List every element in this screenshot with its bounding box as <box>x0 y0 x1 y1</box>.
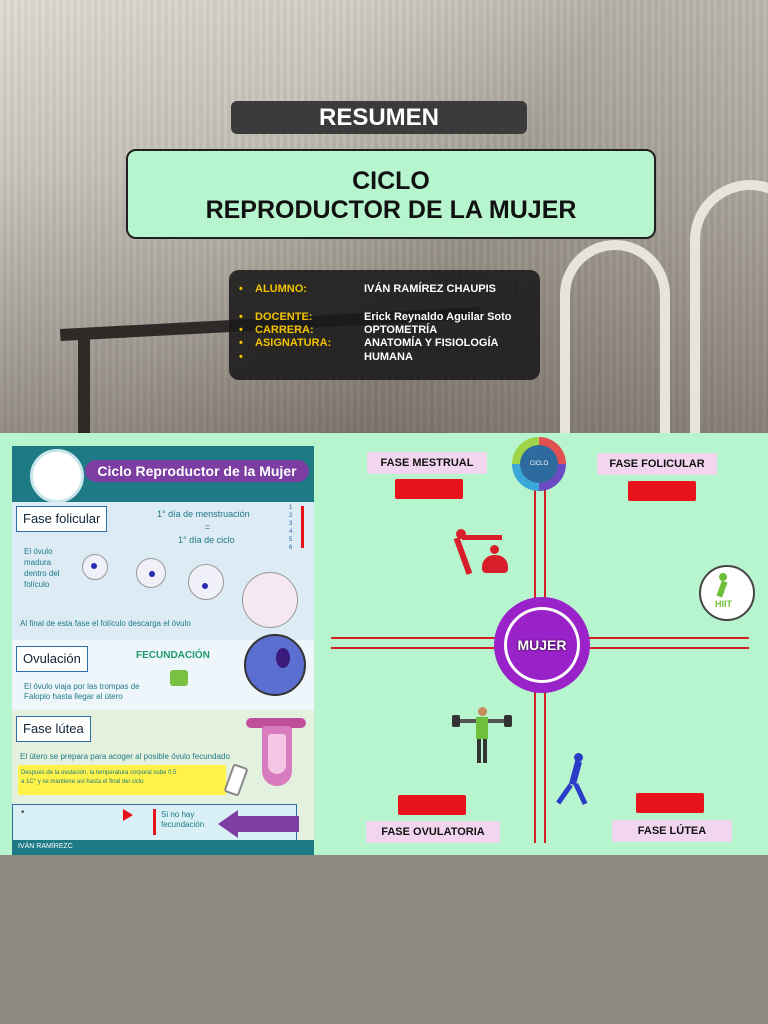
card-header: Ciclo Reproductor de la Mujer <box>12 446 314 503</box>
arrow-left-icon <box>218 810 238 838</box>
card-footer: IVÁN RAMÍREZC <box>12 840 314 855</box>
info-key: CARRERA: <box>255 324 314 336</box>
section-lutea: Fase lútea El útero se prepara para acog… <box>12 710 314 855</box>
final-fase-text: Al final de esta fase el folículo descar… <box>20 619 191 628</box>
cycle-wheel-label: CICLO <box>520 445 558 483</box>
day-number: 1 <box>289 505 293 511</box>
info-value: OPTOMETRÍA <box>364 324 438 336</box>
cycle-wheel-icon: CICLO <box>512 437 566 491</box>
info-row-humana: •HUMANA <box>239 351 413 363</box>
utero-text: El útero se prepara para acoger al posib… <box>20 752 230 761</box>
title-line-1: CICLO <box>352 167 430 195</box>
arrow-right-icon <box>123 809 133 821</box>
day-number: 5 <box>289 537 293 543</box>
phase-marker <box>628 481 696 501</box>
student-info: •ALUMNO:IVÁN RAMÍREZ CHAUPIS •DOCENTE:Er… <box>229 270 540 380</box>
thumbs-up-icon <box>170 670 188 686</box>
info-row-alumno: •ALUMNO:IVÁN RAMÍREZ CHAUPIS <box>239 283 497 295</box>
red-bar <box>301 506 304 548</box>
stretching-figures-icon <box>452 525 512 583</box>
hiit-logo-icon: HIIT <box>699 565 755 621</box>
follicle-cell-3 <box>188 564 224 600</box>
ovum-icon <box>244 634 306 696</box>
follicle-cell-1 <box>82 554 108 580</box>
day-number: 2 <box>289 513 293 519</box>
info-row-carrera: •CARRERA:OPTOMETRÍA <box>239 324 438 336</box>
info-key: ALUMNO: <box>255 283 307 295</box>
info-value: IVÁN RAMÍREZ CHAUPIS <box>364 283 497 295</box>
fecundacion-text: FECUNDACIÓN <box>136 650 210 661</box>
title-line-2: REPRODUCTOR DE LA MUJER <box>205 196 577 224</box>
summary-card: Ciclo Reproductor de la Mujer Fase folic… <box>12 446 314 855</box>
dia-ciclo-text: 1° día de ciclo <box>178 535 235 545</box>
hiit-label: HIIT <box>715 599 732 609</box>
card-title: Ciclo Reproductor de la Mujer <box>85 460 309 482</box>
phase-mestrual: FASE MESTRUAL <box>367 452 487 474</box>
info-key: ASIGNATURA: <box>255 337 332 349</box>
dumbbell-figure-icon <box>452 705 512 765</box>
resumen-badge: RESUMEN <box>231 101 527 134</box>
label-fase-lutea: Fase lútea <box>16 716 91 742</box>
phase-lutea: FASE LÚTEA <box>612 820 732 842</box>
title-box: CICLO REPRODUCTOR DE LA MUJER <box>126 149 656 239</box>
bullet: • <box>21 807 25 818</box>
day-number: 3 <box>289 521 293 527</box>
arrow-left-shaft <box>237 816 299 832</box>
arch <box>690 180 768 433</box>
day-numbers: 1 2 3 4 5 6 <box>289 504 292 552</box>
equals-text: = <box>205 522 211 532</box>
info-row-docente: •DOCENTE:Erick Reynaldo Aguilar Soto <box>239 311 512 323</box>
phase-marker <box>395 479 463 499</box>
info-row-asignatura: •ASIGNATURA:ANATOMÍA Y FISIOLOGÍA <box>239 337 499 349</box>
phase-ovulatoria: FASE OVULATORIA <box>366 821 500 843</box>
phase-marker <box>398 795 466 815</box>
day-number: 4 <box>289 529 293 535</box>
phase-folicular: FASE FOLICULAR <box>597 453 717 475</box>
follicle-cell-2 <box>136 558 166 588</box>
content-panel: Ciclo Reproductor de la Mujer Fase folic… <box>0 433 768 855</box>
info-value: Erick Reynaldo Aguilar Soto <box>364 311 512 323</box>
red-bar <box>153 809 156 835</box>
info-value: HUMANA <box>364 351 413 363</box>
label-fase-folicular: Fase folicular <box>16 506 108 532</box>
info-value: ANATOMÍA Y FISIOLOGÍA <box>364 337 499 349</box>
cycle-logo-icon <box>30 449 84 503</box>
phase-marker <box>636 793 704 813</box>
follicle-cell-4 <box>242 572 298 628</box>
author: IVÁN RAMÍREZC <box>18 843 73 850</box>
mujer-label: MUJER <box>507 610 577 680</box>
section-ovulacion: Ovulación FECUNDACIÓN El óvulo viaja por… <box>12 634 314 710</box>
arch <box>560 240 670 433</box>
mujer-center: MUJER <box>494 597 590 693</box>
runner-icon <box>556 751 594 809</box>
temperature-note: Después de la ovulación, la temperatura … <box>18 765 226 795</box>
menstruacion-text: 1° día de menstruación <box>157 509 250 519</box>
info-key: DOCENTE: <box>255 311 313 323</box>
section-folicular: Fase folicular 1° día de menstruación = … <box>12 502 314 640</box>
label-ovulacion: Ovulación <box>16 646 88 672</box>
background-photo-bottom <box>0 855 768 1024</box>
beam-post <box>78 330 90 433</box>
day-number: 6 <box>289 545 293 551</box>
uterus-icon <box>240 714 312 798</box>
